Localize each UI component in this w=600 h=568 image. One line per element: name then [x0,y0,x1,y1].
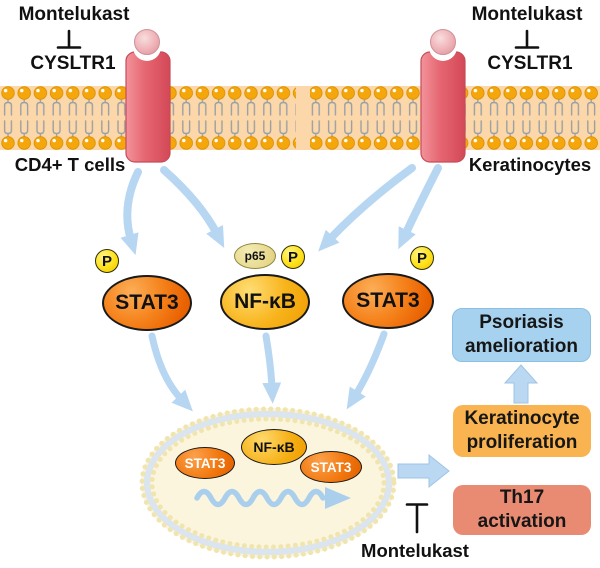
cysltr1-label-left: CYSLTR1 [30,53,116,74]
nfkb-oval: NF-κB [220,274,310,330]
inhibition-bar-right [514,29,540,49]
montelukast-label-left: Montelukast [18,4,130,25]
inhibition-bar-left [56,29,82,49]
psoriasis-amelioration-box: Psoriasis amelioration [452,308,591,362]
phospho-badge-right: P [410,246,434,270]
montelukast-label-bottom: Montelukast [361,540,469,561]
inhibition-bar-bottom [405,503,429,534]
keratinocyte-proliferation-box: Keratinocyte proliferation [453,405,591,457]
p65-subunit: p65 [234,243,276,269]
plasma-membrane [0,86,600,150]
nuclear-translocation-arrows [148,330,388,412]
montelukast-label-right: Montelukast [471,4,583,25]
nuclear-nfkb: NF-κB [241,429,307,465]
nucleus-graphic [139,406,397,560]
nuclear-stat3-left: STAT3 [175,447,235,479]
keratinocytes-label: Keratinocytes [468,154,592,175]
transcription-arrow [194,487,351,509]
cysltr1-label-right: CYSLTR1 [487,53,573,74]
nucleus-to-outcomes-arrow [397,453,450,489]
stat3-oval-right: STAT3 [342,273,434,329]
receptor-signal-arrows [120,164,442,256]
phospho-badge-left: P [95,249,119,273]
th17-activation-box: Th17 activation [453,485,591,535]
cd4-t-cells-label: CD4+ T cells [14,154,126,175]
phospho-badge-middle: P [281,245,305,269]
nuclear-stat3-right: STAT3 [300,451,362,483]
stat3-oval-left: STAT3 [102,275,192,331]
keratinocyte-to-psoriasis-arrow [503,364,539,404]
cysltr1-receptor-left [125,29,171,163]
cysltr1-receptor-right [420,29,466,163]
